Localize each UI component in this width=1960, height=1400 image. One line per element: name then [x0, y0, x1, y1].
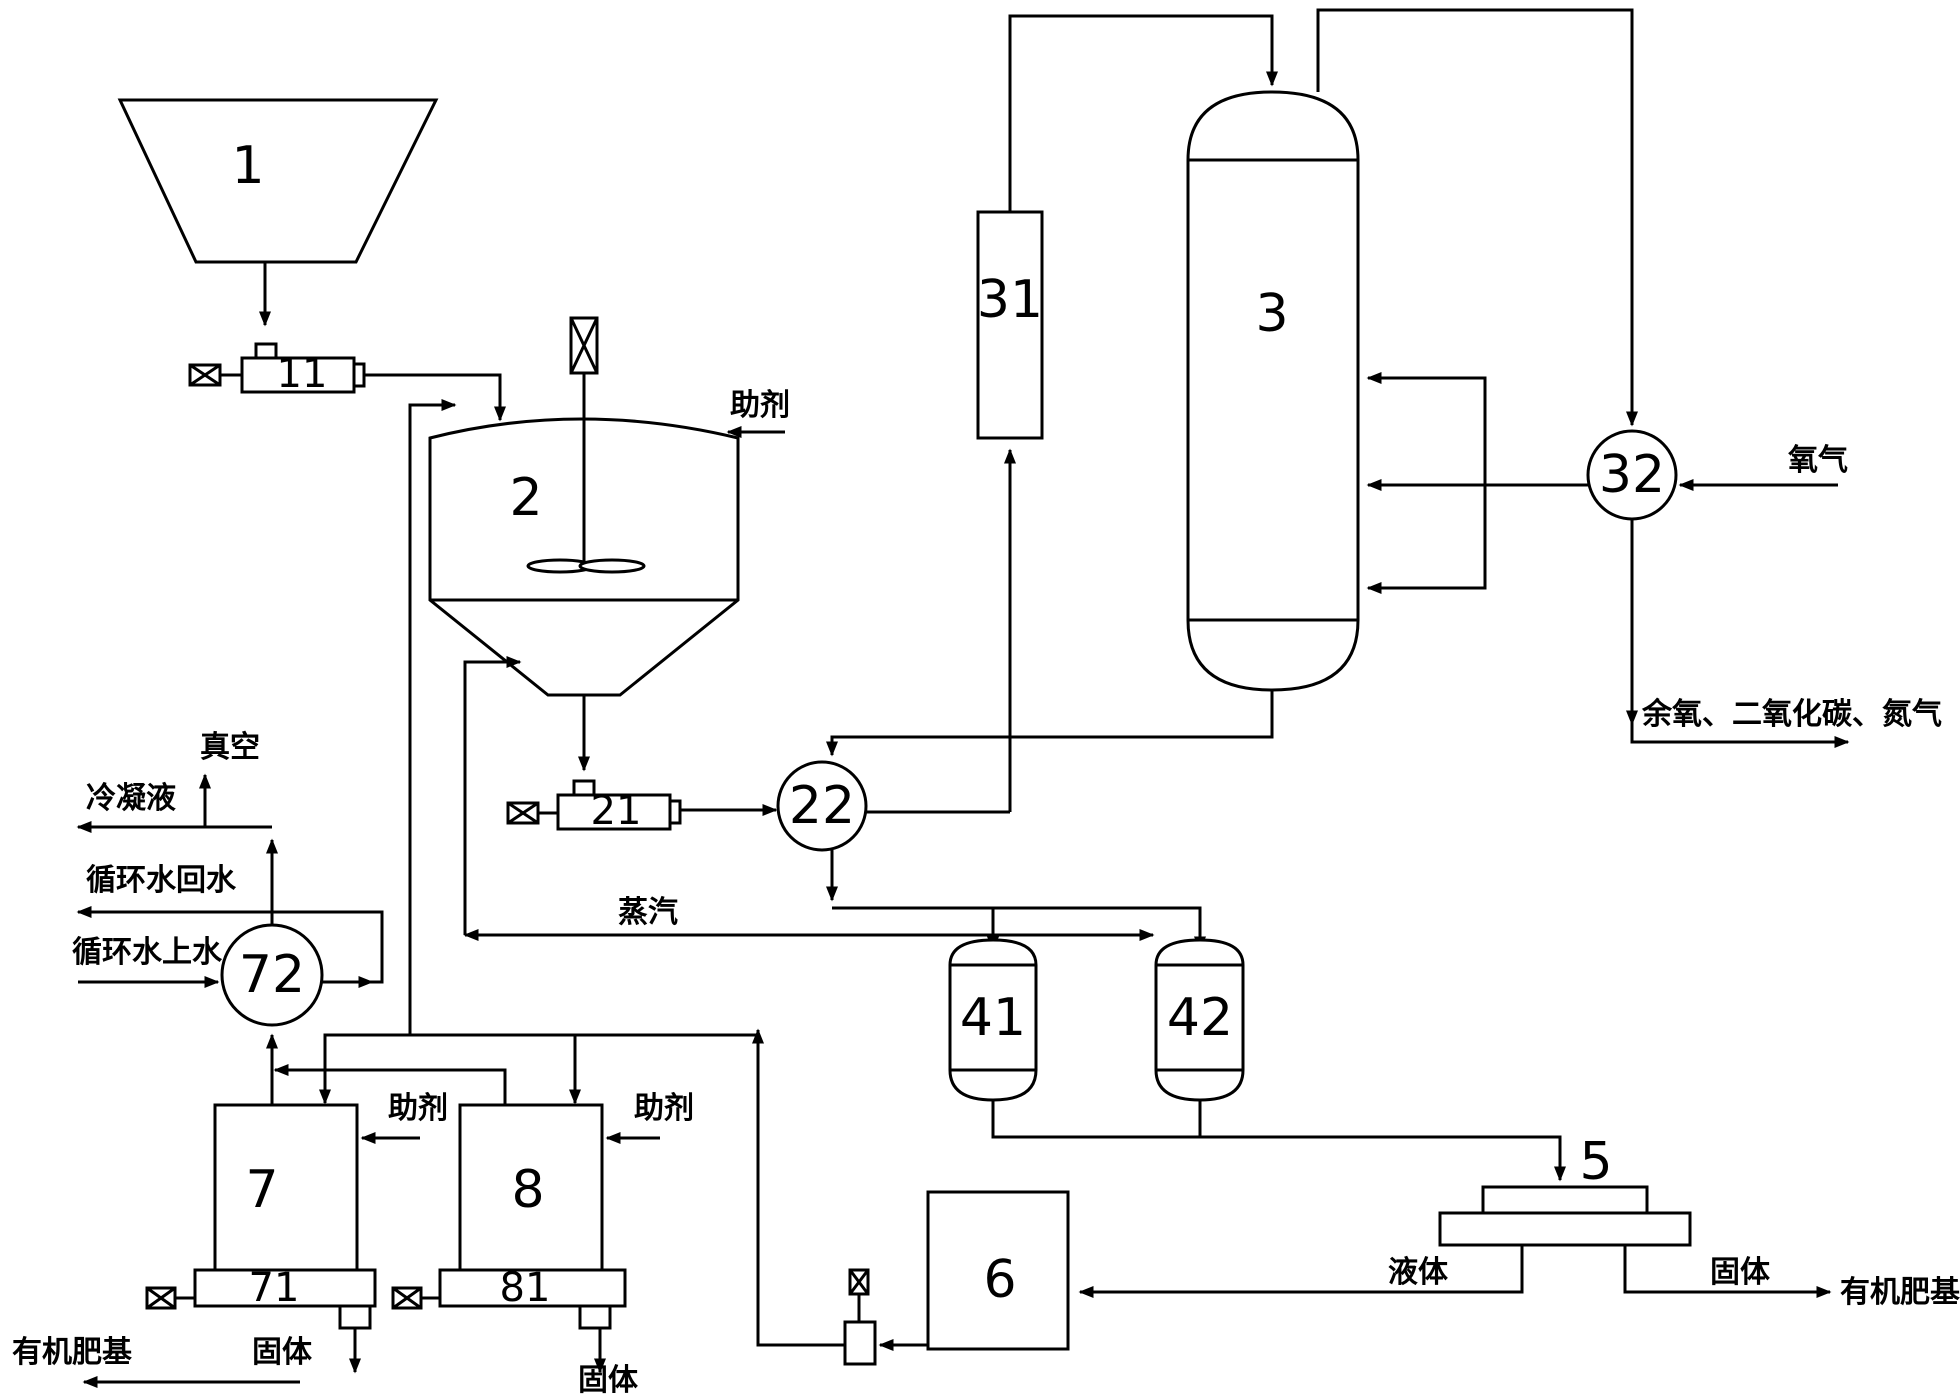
additive-7-label: 助剂 [388, 1091, 448, 1126]
screw-pump-21-label: 21 [591, 788, 642, 834]
condenser-72-label: 72 [239, 945, 305, 1005]
reactor-outlet-to-22-line [826, 735, 1040, 757]
solid-out-right-line [1623, 1245, 1832, 1298]
oxygen-label: 氧气 [1788, 443, 1848, 478]
tank-8: 8 [458, 1103, 604, 1272]
condenser-72: 72 [220, 923, 324, 1027]
to-tank42-line [832, 906, 1206, 952]
mixing-tank-2-label: 2 [509, 468, 542, 528]
oxygen-upper-line [1366, 372, 1487, 485]
heat-exchanger-32-label: 32 [1599, 445, 1665, 505]
screw-81-label: 81 [500, 1265, 551, 1311]
cooling-supply-label: 循环水上水 [72, 935, 223, 970]
solid-7-label: 固体 [252, 1335, 313, 1370]
vacuum-line [199, 773, 272, 829]
flash-tank-42-label: 42 [1167, 988, 1233, 1048]
reactor-bottom-outlet-line [1040, 690, 1274, 739]
recycle-to-tank2-line [408, 399, 457, 1035]
off-gas-label: 余氧、二氧化碳、氮气 [1641, 697, 1942, 732]
steam-to-tank2-line [463, 656, 522, 935]
reactor-top-to-32-line [1316, 8, 1638, 427]
tank8-vapor-line [273, 1064, 507, 1105]
tank-8-label: 8 [511, 1160, 544, 1220]
tank-6: 6 [926, 1190, 1070, 1351]
agitator-blade-right [578, 558, 646, 574]
hopper-1: 1 [117, 98, 439, 264]
heat-exchanger-32: 32 [1586, 429, 1678, 521]
pump-6 [843, 1268, 877, 1366]
heat-exchanger-22-label: 22 [789, 776, 855, 836]
solid-8-label: 固体 [578, 1363, 639, 1398]
screw-71: 71 [145, 1265, 377, 1330]
flash-to-separator-line [991, 1100, 1566, 1182]
separator-5: 5 [1438, 1132, 1692, 1247]
vacuum-label: 真空 [200, 730, 260, 765]
separator-5-label: 5 [1579, 1132, 1612, 1192]
screw-feeder-11: 11 [188, 342, 366, 397]
flash-tank-42: 42 [1154, 938, 1245, 1102]
tank-7: 7 [213, 1103, 359, 1272]
screw-pump-21: 21 [506, 779, 682, 834]
screw-feeder-11-label: 11 [277, 351, 328, 397]
additive-2-label: 助剂 [730, 388, 790, 423]
tank-6-label: 6 [983, 1250, 1016, 1310]
liquid-to-tank6-line [1078, 1245, 1524, 1298]
liquid-label: 液体 [1388, 1255, 1449, 1290]
fertilizer-right-label: 有机肥基 [1840, 1275, 1960, 1310]
fertilizer-left-label: 有机肥基 [12, 1335, 132, 1370]
condensate-label: 冷凝液 [86, 781, 176, 816]
off-gas-line [1630, 520, 1850, 748]
cooling-return-label: 循环水回水 [86, 863, 237, 898]
solid-5-label: 固体 [1710, 1255, 1771, 1290]
screw-81: 81 [391, 1265, 627, 1330]
steam-label: 蒸汽 [618, 895, 678, 930]
reactor-3-label: 3 [1255, 284, 1288, 344]
feeder-to-tank2-line [364, 373, 506, 422]
heater-31-label: 31 [977, 270, 1043, 330]
mixing-tank-2: 2 [428, 316, 740, 697]
pump6-return-line [756, 1040, 845, 1347]
oxygen-lower-line [1366, 485, 1487, 594]
screw-71-label: 71 [249, 1265, 300, 1311]
flash-tank-41: 41 [948, 938, 1038, 1102]
to-tank7-line [319, 1033, 758, 1105]
reactor-3: 3 [1186, 90, 1360, 692]
additive-8-label: 助剂 [634, 1091, 694, 1126]
flash-tank-41-label: 41 [960, 988, 1026, 1048]
tank-7-label: 7 [245, 1160, 278, 1220]
heater-31: 31 [976, 210, 1044, 440]
heat-exchanger-22: 22 [776, 760, 868, 852]
heater31-to-reactor-line [1008, 14, 1278, 212]
hopper-1-label: 1 [231, 136, 264, 196]
